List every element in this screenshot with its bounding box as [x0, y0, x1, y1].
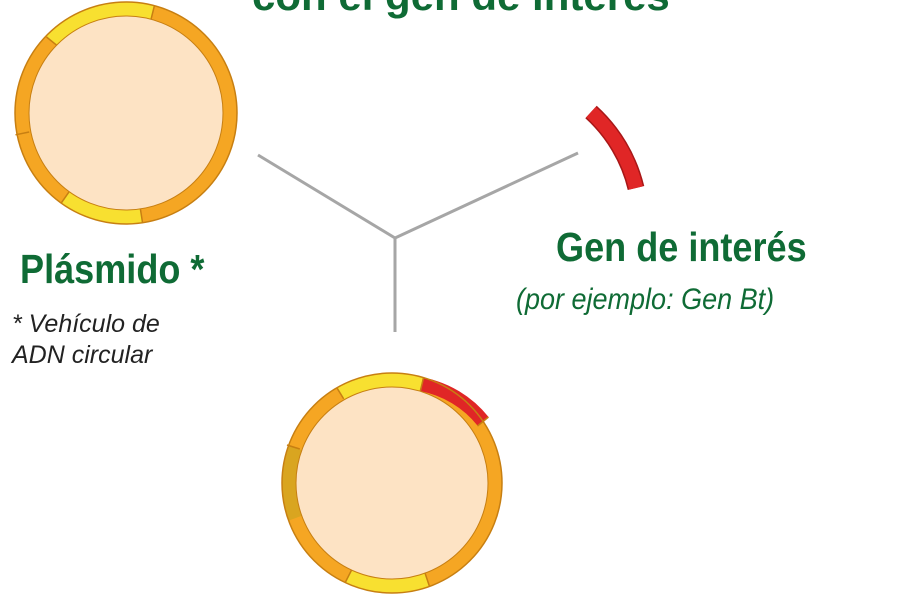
plasmid-ring-segment-yellow-bottom — [61, 191, 143, 224]
recombinant-ring-tick — [419, 377, 425, 392]
plasmid-label: Plásmido * — [20, 246, 205, 292]
plasmid-note: * Vehículo de ADN circular — [12, 309, 160, 371]
recombinant-ring-segment-yellow-bottom — [345, 569, 430, 593]
recombinant-ring-inner-edge — [295, 386, 489, 580]
recombinant-ring-tick — [424, 572, 431, 587]
connector-line-gene — [394, 151, 579, 240]
gene-label: Gen de interés — [556, 224, 807, 270]
gene-arc — [586, 106, 643, 190]
gene-fragment — [585, 105, 645, 191]
connector-line-plasmid — [257, 153, 396, 240]
plasmid-note-line: ADN circular — [12, 341, 153, 369]
recombinant-inner — [294, 385, 490, 581]
recombinant-ring-outer-edge — [281, 372, 503, 594]
plasmid-ring-tick — [46, 36, 57, 46]
plasmid-ring-segment-yellow-top — [46, 2, 155, 46]
recombinant-ring-segment-dark-left — [282, 445, 302, 521]
gene-example: (por ejemplo: Gen Bt) — [516, 283, 775, 316]
recombinant-ring-tick — [344, 569, 353, 583]
recombinant-ring-tick — [477, 416, 489, 427]
plasmid-inner — [26, 13, 226, 213]
recombinant-ring-tick — [286, 444, 301, 450]
title-fragment: con el gen de interés — [252, 0, 670, 20]
recombinant-ring-tick — [336, 387, 345, 400]
plasmid-ring-outer-edge — [14, 1, 238, 225]
plasmid-circle — [14, 1, 238, 225]
plasmid-note-line: * Vehículo de — [12, 310, 160, 338]
recombinant-ring-segment-yellow-top — [337, 373, 424, 400]
plasmid-ring-inner-edge — [28, 15, 224, 211]
plasmid-ring-tick — [139, 208, 144, 223]
plasmid-ring-tick — [15, 131, 30, 136]
plasmid-ring-tick — [150, 5, 156, 20]
connector-lines — [257, 151, 579, 332]
recombinant-plasmid-circle — [281, 372, 503, 594]
plasmid-ring-tick — [60, 191, 70, 204]
